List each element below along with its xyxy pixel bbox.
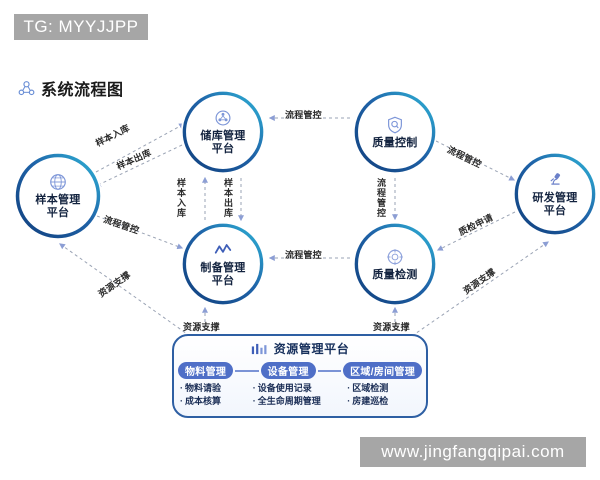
node-label-line1: 研发管理 [532,192,578,205]
page-title: 系统流程图 [18,76,124,100]
edge-label-qc-to-storage: 流程管控 [285,110,322,120]
node-ring [15,153,101,239]
resource-pill-row: 物料管理 设备管理 区域/房间管理 [174,362,426,379]
detail-item: 物料请验 [180,383,253,394]
node-label-line1: 制备管理 [200,262,246,275]
watermark-bottom: www.jingfangqipai.com [360,437,586,467]
detail-item: 设备使用记录 [253,383,347,394]
microscope-icon [545,170,565,190]
resource-management-panel[interactable]: 资源管理平台 物料管理 设备管理 区域/房间管理 物料请验 成本核算 设备使用记… [172,334,428,418]
pill-connector [235,369,259,372]
pill-material-management[interactable]: 物料管理 [178,362,234,379]
node-rd-management-platform[interactable]: 研发管理 平台 [513,152,597,236]
pill-connector [317,369,342,372]
edge-label-prep-to-storage: 样本入库 [176,178,186,218]
node-label: 质量控制 [372,137,417,150]
edge-label-qc-to-qctest: 流程管控 [376,178,386,218]
node-label-line1: 质量检测 [372,268,418,281]
bar-chart-icon [251,342,268,356]
resource-panel-title: 资源管理平台 [273,342,350,356]
edge-label-resource-to-qctest: 资源支撑 [373,322,410,332]
molecule-icon [213,108,233,128]
node-label-line1: 样本管理 [35,194,81,207]
page-title-text: 系统流程图 [41,82,124,99]
edge-label-storage-to-prep: 样本出库 [223,178,233,218]
node-label-line2: 平台 [46,207,70,219]
resource-panel-header: 资源管理平台 [174,340,426,357]
resource-detail-row: 物料请验 成本核算 设备使用记录 全生命周期管理 区域检测 房建巡检 [174,383,426,407]
node-quality-control[interactable]: 质量控制 [353,90,437,174]
node-ring [514,153,596,235]
detail-item: 全生命周期管理 [253,396,347,407]
node-storage-management-platform[interactable]: 储库管理 平台 [181,90,265,174]
node-label: 研发管理 平台 [532,192,577,218]
node-label-line2: 平台 [211,143,235,155]
node-label: 制备管理 平台 [200,262,245,288]
node-label-line1: 质量控制 [372,136,418,149]
edge-label-qctest-to-prep: 流程管控 [285,250,322,260]
shield-search-icon [385,115,405,135]
detail-column-equipment: 设备使用记录 全生命周期管理 [253,383,347,407]
node-label: 样本管理 平台 [35,194,80,220]
node-ring [182,91,264,173]
chart-line-icon [213,240,233,260]
node-label: 储库管理 平台 [200,130,245,156]
watermark-top: TG: MYYJJPP [14,14,148,40]
pill-area-room-management[interactable]: 区域/房间管理 [343,362,423,379]
detail-column-area: 区域检测 房建巡检 [347,383,420,407]
node-label-line2: 平台 [211,275,235,287]
globe-icon [48,172,68,192]
node-label: 质量检测 [372,269,417,282]
node-label-line1: 储库管理 [200,130,246,143]
node-preparation-management-platform[interactable]: 制备管理 平台 [181,222,265,306]
edge-label-resource-to-prep: 资源支撑 [183,322,220,332]
detail-item: 成本核算 [180,396,253,407]
node-sample-management-platform[interactable]: 样本管理 平台 [14,152,102,240]
node-ring [182,223,264,305]
target-icon [385,247,405,267]
detail-item: 区域检测 [347,383,420,394]
pill-equipment-management[interactable]: 设备管理 [260,362,316,379]
network-nodes-icon [18,80,35,97]
detail-item: 房建巡检 [347,396,420,407]
node-quality-testing[interactable]: 质量检测 [353,222,437,306]
node-label-line2: 平台 [543,205,567,217]
detail-column-material: 物料请验 成本核算 [180,383,253,407]
